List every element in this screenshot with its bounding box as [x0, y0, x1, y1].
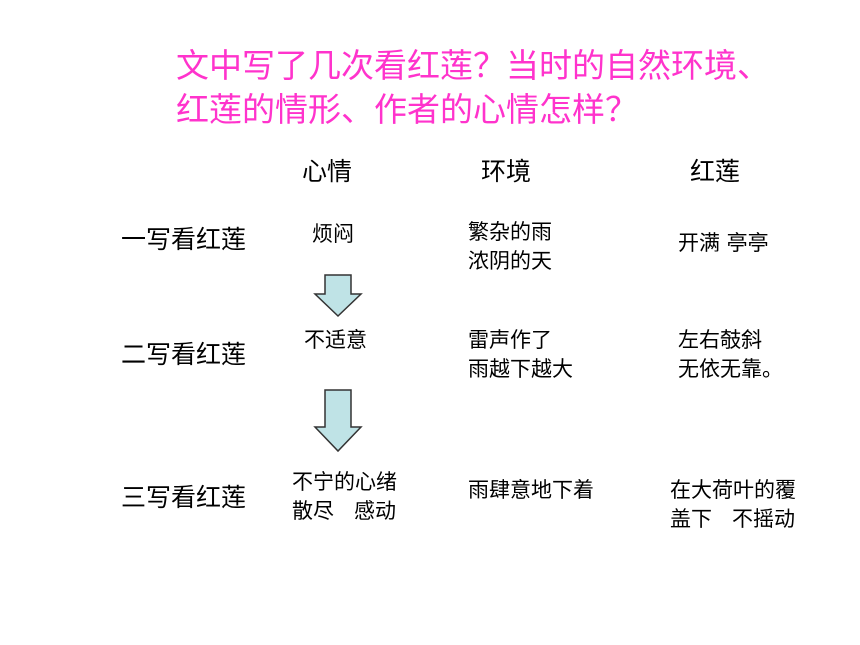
row1-environment: 繁杂的雨 浓阴的天 — [468, 218, 552, 276]
row1-mood: 烦闷 — [312, 220, 354, 249]
header-lotus: 红莲 — [690, 157, 741, 186]
row-label-3: 三写看红莲 — [121, 483, 247, 512]
row3-lotus-line1: 在大荷叶的覆 — [670, 478, 796, 502]
question-line-1: 文中写了几次看红莲？当时的自然环境、 — [176, 46, 770, 85]
question-line-2: 红莲的情形、作者的心情怎样？ — [176, 90, 638, 129]
row3-environment: 雨肆意地下着 — [468, 476, 594, 505]
row3-mood-line1: 不宁的心绪 — [292, 470, 397, 494]
row3-mood-line2: 散尽 感动 — [292, 499, 397, 523]
row2-lotus: 左右攲斜 无依无靠。 — [678, 326, 783, 384]
question-text: 文中写了几次看红莲？当时的自然环境、 红莲的情形、作者的心情怎样？ — [176, 44, 856, 132]
row1-env-line2: 浓阴的天 — [468, 249, 552, 273]
row1-lotus: 开满 亭亭 — [678, 229, 769, 258]
row-label-1: 一写看红莲 — [121, 225, 247, 254]
row2-mood-line1: 不适意 — [304, 328, 367, 352]
row2-env-line2: 雨越下越大 — [468, 357, 573, 381]
row2-lotus-line1: 左右攲斜 — [678, 328, 762, 352]
arrow-down-icon — [313, 389, 363, 453]
row2-env-line1: 雷声作了 — [468, 328, 552, 352]
row3-lotus-line2: 盖下 不摇动 — [670, 507, 796, 531]
row3-mood: 不宁的心绪 散尽 感动 — [292, 468, 397, 526]
row1-lotus-line1: 开满 亭亭 — [678, 231, 769, 255]
arrow-down-icon — [313, 274, 363, 318]
row2-mood: 不适意 — [304, 326, 367, 355]
header-mood: 心情 — [302, 157, 353, 186]
row2-lotus-line2: 无依无靠。 — [678, 357, 783, 381]
row-label-2: 二写看红莲 — [121, 340, 247, 369]
header-environment: 环境 — [481, 157, 532, 186]
row2-environment: 雷声作了 雨越下越大 — [468, 326, 573, 384]
row3-lotus: 在大荷叶的覆 盖下 不摇动 — [670, 476, 796, 534]
row3-env-line1: 雨肆意地下着 — [468, 478, 594, 502]
row1-mood-line1: 烦闷 — [312, 222, 354, 246]
row1-env-line1: 繁杂的雨 — [468, 220, 552, 244]
